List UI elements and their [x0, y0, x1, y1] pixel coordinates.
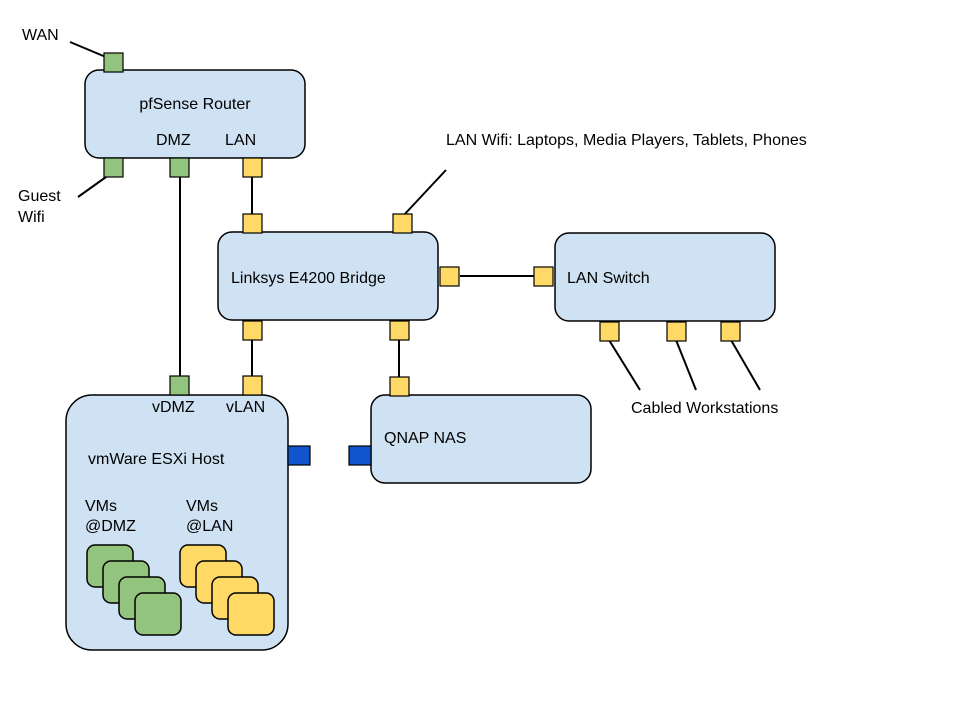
switch-out-port-3 [720, 321, 741, 342]
lan-switch-box [554, 232, 776, 322]
vms-dmz-label-line1: VMs [85, 498, 117, 515]
switch-out-port-1 [599, 321, 620, 342]
wan-label: WAN [22, 27, 59, 44]
guest-wifi-port [103, 157, 124, 178]
nas-lan-port [389, 376, 410, 397]
bridge-bottom-right-port [389, 320, 410, 341]
lan-wifi-wire [402, 169, 447, 217]
router-dmz-port [169, 157, 190, 178]
switch-out-port-2 [666, 321, 687, 342]
vm-dmz-4 [134, 592, 182, 636]
lan-switch-title: LAN Switch [567, 270, 650, 287]
vms-lan-label-line2: @LAN [186, 518, 233, 535]
esxi-vlan-port [242, 375, 263, 396]
nas-storage-port [348, 445, 372, 466]
bridge-bottom-left-port [242, 320, 263, 341]
cabled-workstations-label: Cabled Workstations [631, 400, 778, 417]
wan-port [103, 52, 124, 73]
vms-lan-label-line1: VMs [186, 498, 218, 515]
qnap-nas-title: QNAP NAS [384, 430, 466, 447]
esxi-vdmz-label: vDMZ [152, 399, 195, 416]
router-lan-port [242, 157, 263, 178]
lan-wifi-label: LAN Wifi: Laptops, Media Players, Tablet… [446, 132, 807, 149]
vm-lan-4 [227, 592, 275, 636]
wifi-label: Wifi [18, 209, 45, 226]
bridge-lan-in-port [242, 213, 263, 234]
esxi-storage-port [287, 445, 311, 466]
qnap-nas-box [370, 394, 592, 484]
pfsense-router-box [84, 69, 306, 159]
switch-workstation-wire-1 [608, 339, 641, 391]
vms-dmz-label-line2: @DMZ [85, 518, 136, 535]
switch-workstation-wire-3 [730, 339, 761, 391]
switch-in-port [533, 266, 554, 287]
bridge-right-port [439, 266, 460, 287]
vm-stack-dmz [86, 544, 182, 636]
bridge-wifi-port [392, 213, 413, 234]
router-lan-label: LAN [225, 132, 256, 149]
pfsense-router-title: pfSense Router [139, 96, 251, 113]
vm-stack-lan [179, 544, 275, 636]
guest-label: Guest [18, 188, 61, 205]
esxi-vlan-label: vLAN [226, 399, 265, 416]
linksys-bridge-title: Linksys E4200 Bridge [231, 270, 386, 287]
switch-workstation-wire-2 [675, 339, 697, 391]
linksys-bridge-box [217, 231, 439, 321]
esxi-vdmz-port [169, 375, 190, 396]
router-dmz-label: DMZ [156, 132, 191, 149]
esxi-host-title: vmWare ESXi Host [88, 451, 225, 468]
